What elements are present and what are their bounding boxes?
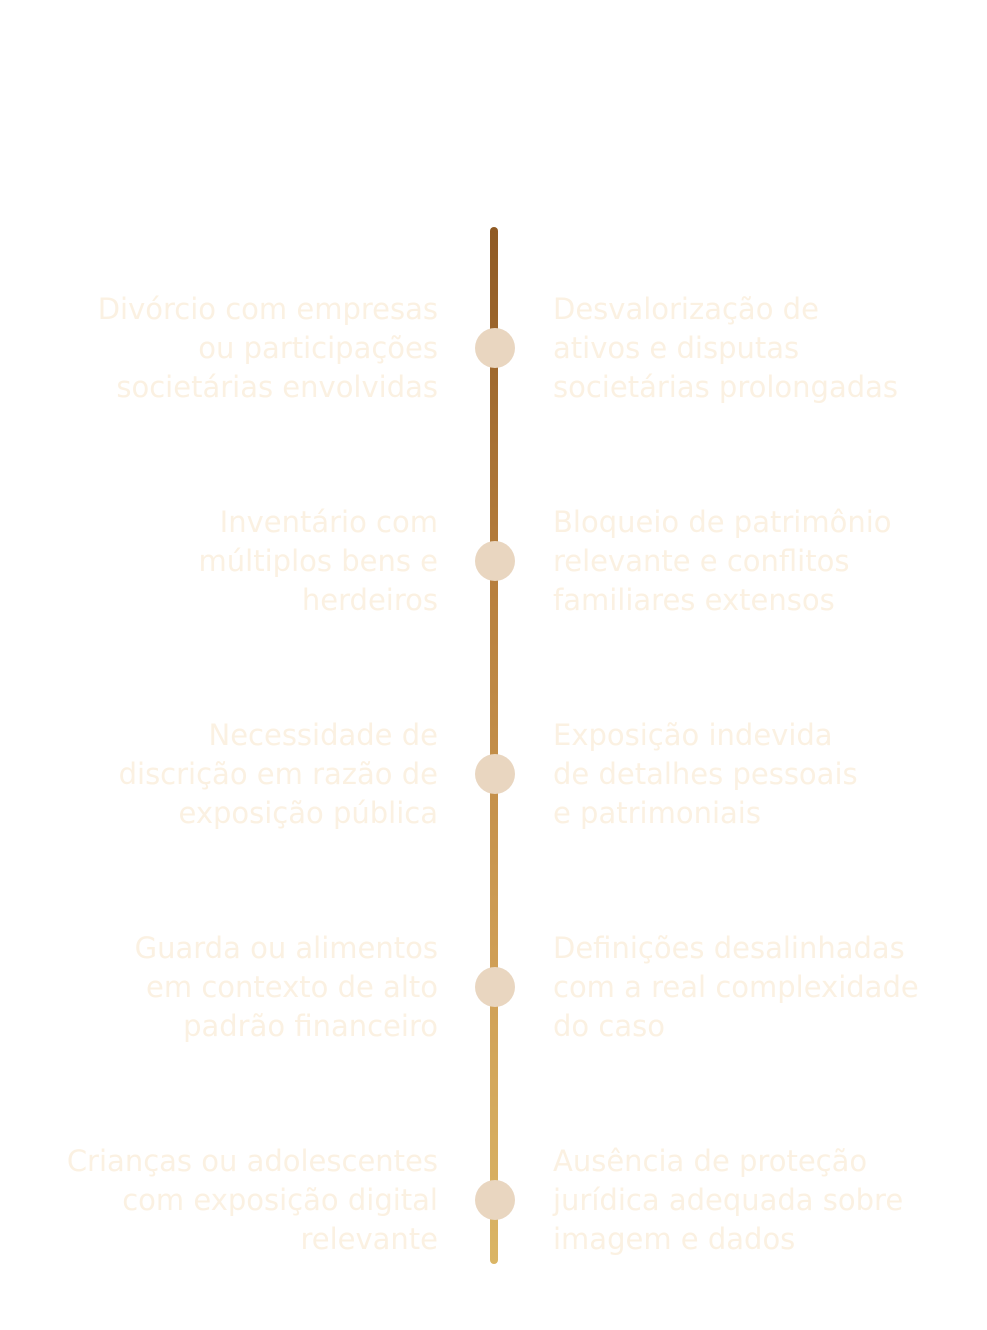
risk-text-1: Desvalorização de ativos e disputas soci… — [553, 292, 898, 404]
situation-text-5: Crianças ou adolescentes com exposição d… — [66, 1144, 438, 1256]
timeline-dot-1 — [475, 328, 515, 368]
risk-text-2: Bloqueio de patrimônio relevante e confl… — [553, 505, 892, 617]
timeline-dot-2 — [475, 541, 515, 581]
timeline-dot-5 — [475, 1180, 515, 1220]
risk-text-3: Exposição indevida de detalhes pessoais … — [553, 718, 858, 830]
timeline-dot-3 — [475, 754, 515, 794]
situation-text-3: Necessidade de discrição em razão de exp… — [118, 718, 438, 830]
situation-text-2: Inventário com múltiplos bens e herdeiro… — [198, 505, 438, 617]
risk-text-5: Ausência de proteção jurídica adequada s… — [553, 1144, 904, 1256]
situation-text-1: Divórcio com empresas ou participações s… — [97, 292, 438, 404]
risk-text-4: Definições desalinhadas com a real compl… — [553, 931, 919, 1043]
timeline-line — [490, 227, 498, 1264]
situation-text-4: Guarda ou alimentos em contexto de alto … — [134, 931, 438, 1043]
timeline-dot-4 — [475, 967, 515, 1007]
